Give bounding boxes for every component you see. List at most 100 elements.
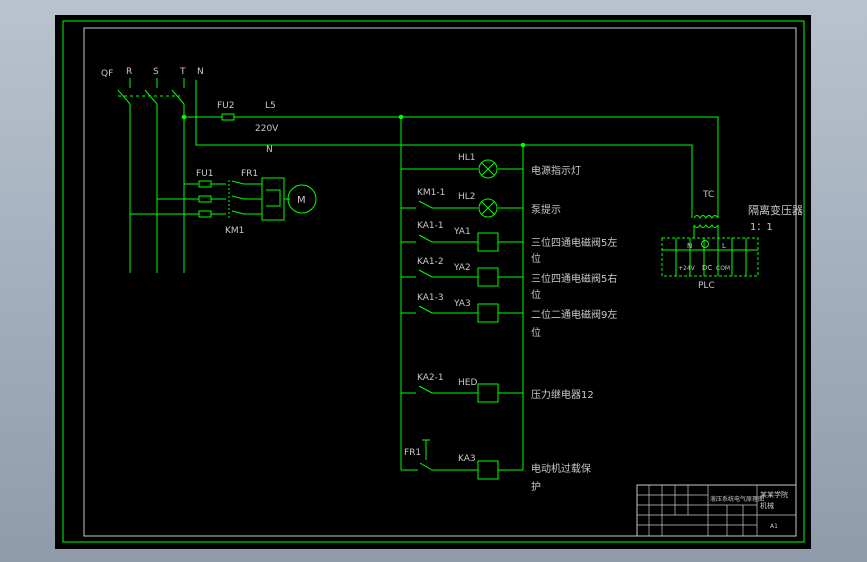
motor-circle — [287, 184, 317, 214]
motor-tap-1 — [184, 180, 262, 185]
label-l5: L5 — [265, 101, 276, 111]
label-fu1: FU1 — [196, 169, 214, 179]
desc-power-lamp: 电源指示灯 — [531, 164, 581, 177]
label-dc: DC — [702, 264, 712, 272]
neutral-line — [195, 80, 693, 205]
supply-labels: QF R S T N FU2 L5 220V N FU1 FR1 KM1 M — [101, 67, 306, 236]
label-t: T — [179, 67, 186, 77]
label-ka3: KA3 — [458, 454, 476, 464]
phase-t-line — [171, 78, 185, 273]
fu1-fuse-3 — [198, 210, 212, 218]
transformer-coil-bottom — [693, 224, 719, 228]
motor-tap-2 — [157, 195, 262, 200]
paper-background — [55, 15, 811, 549]
label-qf: QF — [101, 69, 113, 79]
title-drawing-name: 液压系统电气原理图 — [710, 495, 764, 503]
label-plc-l: L — [722, 242, 726, 250]
plc-box — [661, 237, 759, 277]
ya2-coil — [477, 267, 499, 287]
outer-border — [62, 20, 805, 543]
label-ka2-1: KA2-1 — [417, 373, 444, 383]
label-n2: N — [266, 145, 273, 155]
hl1-lamp-cross — [481, 162, 495, 176]
fu1-fuse-1 — [198, 180, 212, 188]
ya3-coil — [477, 303, 499, 323]
label-ka1-2: KA1-2 — [417, 257, 444, 267]
title-school: 某某学院 — [760, 490, 788, 499]
phase-s-line — [144, 78, 158, 273]
desc-pressure-relay: 压力继电器12 — [531, 388, 594, 401]
hed-coil — [477, 383, 499, 403]
fr1-inner — [266, 189, 281, 207]
title-dept: 机械 — [760, 501, 774, 510]
desc-overload: 电动机过载保 — [531, 462, 591, 475]
label-p24: +24V — [678, 265, 696, 272]
desc-pump: 泵提示 — [531, 204, 561, 216]
label-r: R — [126, 67, 132, 77]
inner-border — [83, 27, 797, 537]
desc-overload-2: 护 — [531, 480, 541, 493]
ya1-coil — [477, 232, 499, 252]
row-ya1-wire — [401, 234, 523, 243]
label-s: S — [153, 67, 159, 77]
plc-ground-symbol — [701, 240, 709, 248]
title-sheet: A1 — [770, 523, 778, 530]
desc-valve-left: 三位四通电磁阀5左 — [531, 236, 617, 249]
plc-dividers — [662, 238, 758, 276]
row-ya2-wire — [401, 269, 523, 278]
label-fr1-motor: FR1 — [241, 169, 258, 179]
junction-dot — [181, 114, 187, 120]
label-220v: 220V — [255, 124, 279, 134]
desc-valve9-2: 位 — [531, 326, 541, 339]
hl2-lamp — [478, 198, 498, 218]
row-hed-wire — [401, 385, 523, 394]
label-km1-1: KM1-1 — [417, 188, 445, 198]
label-hl1: HL1 — [458, 153, 476, 163]
row-ya3-wire — [401, 305, 523, 314]
desc-valve-right-2: 位 — [531, 288, 541, 301]
label-plc-n: N — [687, 242, 692, 250]
hl1-lamp — [478, 159, 498, 179]
transformer-legs — [691, 205, 719, 238]
row-ka3-wire — [401, 462, 523, 471]
row-hl2-wire — [401, 200, 523, 209]
fu1-fuse-2 — [198, 195, 212, 203]
schematic-lines — [117, 78, 759, 480]
label-transformer-title: 隔离变压器 — [748, 203, 803, 217]
label-hed: HED — [458, 378, 477, 388]
motor-tap-3 — [130, 210, 262, 215]
title-block: 液压系统电气原理图 某某学院 机械 A1 — [636, 484, 797, 537]
title-block-grid — [637, 485, 796, 536]
ka3-coil — [477, 460, 499, 480]
label-ka1-3: KA1-3 — [417, 293, 444, 303]
label-fu2: FU2 — [217, 101, 235, 111]
fr1-contact-mark — [422, 439, 430, 460]
l5-supply-line — [184, 116, 719, 205]
fu2-fuse — [221, 113, 235, 121]
transformer-labels: TC 隔离变压器 1：1 N L +24V DC COM PLC — [678, 190, 803, 291]
label-ya1: YA1 — [453, 227, 471, 237]
phase-r-line — [117, 78, 131, 273]
label-com: COM — [716, 265, 730, 272]
desc-valve-left-2: 位 — [531, 252, 541, 265]
label-fr1-ctrl: FR1 — [404, 448, 421, 458]
desc-valve-right: 三位四通电磁阀5右 — [531, 272, 617, 285]
label-ya2: YA2 — [453, 263, 471, 273]
label-ya3: YA3 — [453, 299, 471, 309]
transformer-coil-top — [693, 215, 719, 219]
label-n: N — [197, 67, 204, 77]
label-ratio: 1：1 — [750, 222, 773, 233]
label-tc: TC — [702, 190, 714, 200]
description-labels: 电源指示灯 泵提示 三位四通电磁阀5左 位 三位四通电磁阀5右 位 二位二通电磁… — [531, 164, 617, 493]
label-motor: M — [297, 195, 306, 206]
rail-junction-top — [398, 114, 404, 120]
label-plc: PLC — [698, 281, 715, 291]
rail-junction-right — [520, 142, 526, 148]
title-block-frame — [636, 484, 797, 537]
desc-valve9: 二位二通电磁阀9左 — [531, 308, 617, 321]
label-ka1-1: KA1-1 — [417, 221, 444, 231]
label-hl2: HL2 — [458, 192, 476, 202]
hl2-lamp-cross — [481, 201, 495, 215]
control-labels: HL1 KM1-1 HL2 KA1-1 YA1 KA1-2 YA2 KA1-3 … — [404, 153, 477, 464]
